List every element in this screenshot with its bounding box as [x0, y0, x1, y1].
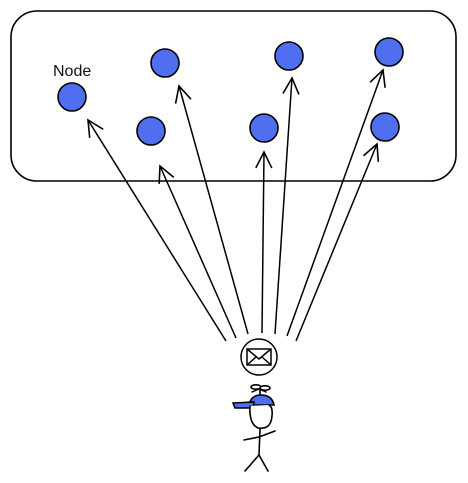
- arrow-to-node-5: [274, 76, 300, 335]
- envelope-icon: [240, 338, 278, 376]
- node-4: [274, 41, 304, 71]
- sender-figure-icon: [231, 383, 276, 472]
- node-3: [136, 116, 166, 146]
- node-1: [57, 82, 87, 112]
- node-2: [150, 48, 180, 78]
- arrow-to-node-6: [286, 68, 386, 337]
- arrow-to-node-4: [255, 150, 273, 334]
- arrow-to-node-2: [158, 164, 237, 339]
- nodes: [57, 37, 404, 146]
- broadcast-arrows: [87, 68, 386, 342]
- arrow-to-node-3: [174, 84, 249, 335]
- node-7: [370, 112, 400, 142]
- node-label: Node: [53, 63, 91, 80]
- cap-icon: [248, 394, 275, 406]
- node-6: [374, 37, 404, 67]
- network-boundary: [10, 10, 457, 182]
- node-5: [249, 113, 279, 143]
- arrow-to-node-7: [295, 142, 380, 342]
- arrow-to-node-1: [87, 118, 227, 342]
